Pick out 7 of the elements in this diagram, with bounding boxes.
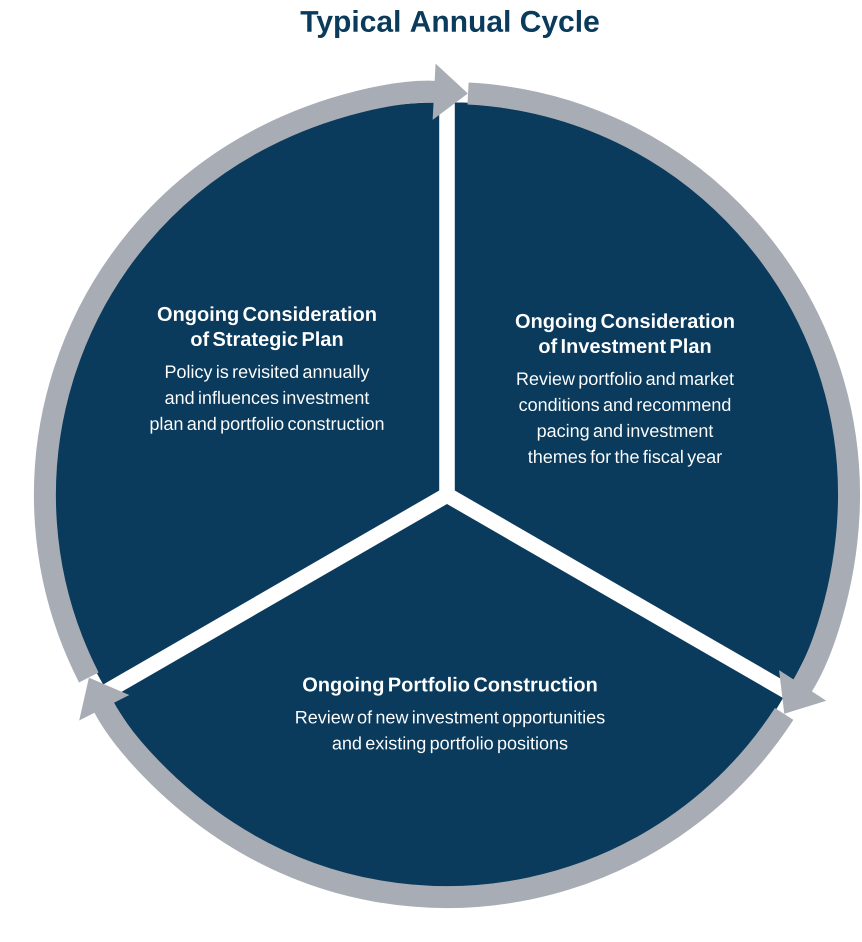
sector-segment: Ongoing Portfolio Construction Review of new investment opportunities and existing portfolio positions (110, 504, 784, 892)
node-label: Policy is revisited annually and influences investment plan and portfolio construction (150, 364, 384, 434)
node-label: Ongoing Consideration of Investment Plan (516, 313, 734, 354)
node-label: Review of new investment opportunities and existing portfolio positions (296, 710, 605, 754)
title: Typical Annual Cycle (300, 10, 599, 38)
node-label: Review portfolio and market conditions and recommend pacing and investment themes for the fiscal year (517, 372, 734, 467)
node-label: Ongoing Consideration of Strategic Plan (158, 306, 376, 350)
